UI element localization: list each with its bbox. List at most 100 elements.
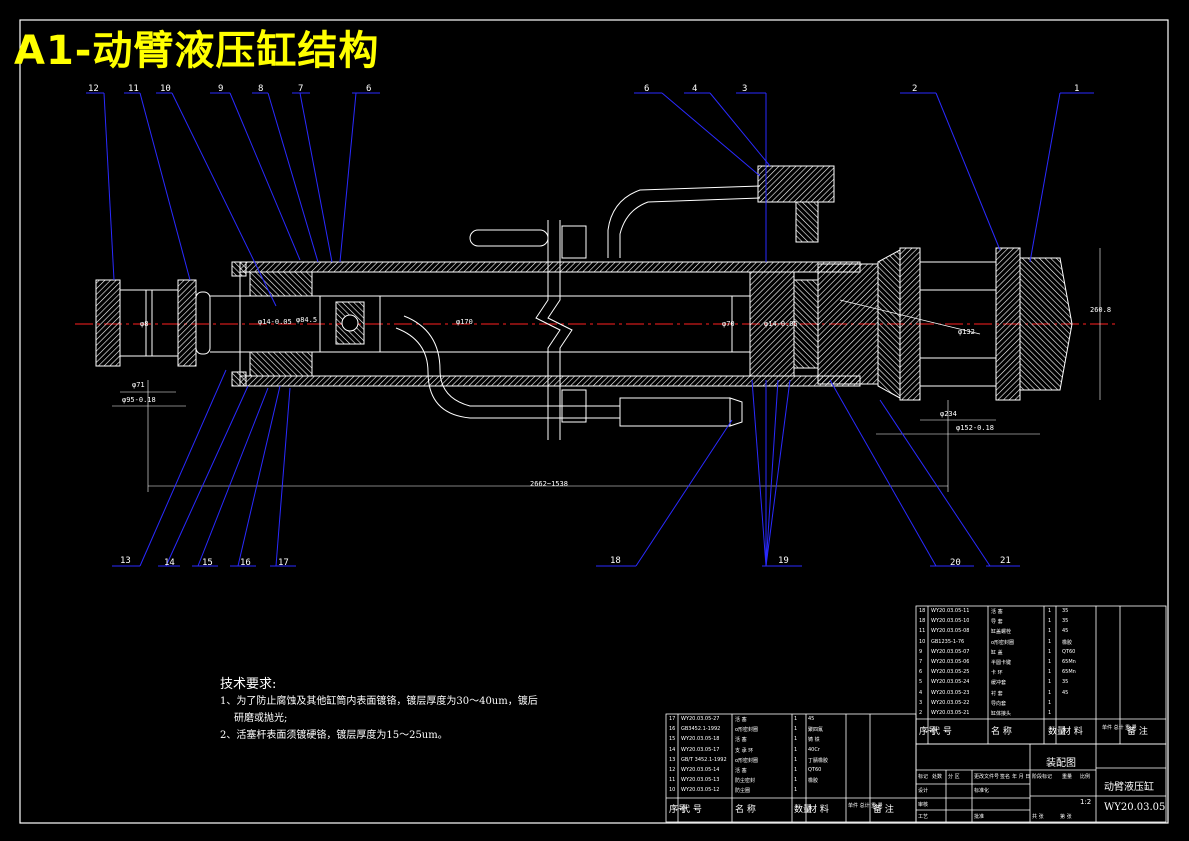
leader-lines (86, 92, 1094, 567)
oil-pipes (395, 165, 835, 427)
dimension-text: φ132 (958, 328, 975, 336)
bom-cell: WY20.03.05-23 (931, 689, 970, 696)
bom-cell: 1 (1048, 638, 1052, 645)
bom-cell: 11 (919, 628, 926, 635)
bom-cell: WY20.03.05-08 (931, 628, 970, 635)
bom-cell: QT60 (808, 767, 822, 773)
tb-label: 标准化 (974, 788, 990, 794)
bom-cell: 16 (669, 726, 676, 733)
bom-cell: 35 (1062, 608, 1069, 614)
bom-cell: WY20.03.05-14 (681, 767, 720, 773)
balloon-label: 10 (160, 84, 171, 94)
head-end (817, 247, 1073, 401)
bom-cell: 导向套 (991, 700, 1007, 707)
dimension-text: φ84.5 (296, 316, 318, 324)
bom-cell: 4 (919, 689, 923, 696)
balloon-label: 2 (912, 84, 918, 94)
bom-cell: 衬 套 (991, 690, 1003, 697)
title-block-grid (915, 743, 1167, 823)
balloon-label: 7 (298, 84, 304, 94)
bom-header-cell: 序号 (919, 727, 938, 737)
bom-cell: 防尘密封 (735, 778, 756, 785)
part-name: 动臂液压缸 (1104, 782, 1154, 793)
bom-cell: 17 (669, 716, 676, 722)
bom-cell: GB1235-1-76 (931, 638, 965, 645)
bom-cell: 12 (669, 767, 676, 773)
bom-cell: 1 (794, 767, 798, 773)
bom-cell: 1 (794, 726, 798, 733)
bom-header-cell: 材 料 (808, 805, 829, 815)
tb-label: 处数 (932, 774, 943, 780)
bom-cell: WY20.03.05-10 (931, 618, 970, 625)
tb-label: 签名 (1000, 774, 1011, 780)
requirement-2: 2、活塞杆表面须镀硬铬，镀层厚度为15～25um。 (220, 730, 448, 741)
cylinder-barrel (231, 220, 861, 440)
dimension-text: φ234 (940, 410, 957, 418)
bom-cell: 10 (669, 787, 676, 794)
bom-cell: 1 (794, 716, 798, 722)
dimension-text: φ14-0.05 (258, 318, 292, 326)
balloon-label: 17 (278, 558, 289, 568)
balloon-label: 6 (644, 84, 650, 94)
balloon-label: 1 (1074, 84, 1080, 94)
tb-label: 审核 (918, 802, 929, 808)
bom-cell: WY20.03.05-12 (681, 787, 720, 794)
tb-label: 批准 (974, 814, 985, 820)
rod-eye (95, 279, 211, 367)
balloon-label: 16 (240, 558, 251, 568)
bom-cell: WY20.03.05-13 (681, 777, 720, 784)
bom-cell: 橡胶 (1062, 639, 1073, 646)
dimension-text: φ152-0.18 (956, 424, 994, 432)
bom-cell: 防尘圈 (735, 788, 751, 795)
bom-cell: 18 (919, 618, 926, 625)
bom-cell: WY20.03.05-27 (681, 716, 720, 722)
bom-cell: 缸 盖 (991, 649, 1003, 656)
bom-header-cell: 备 注 (1127, 727, 1148, 737)
bom-cell: 支 承 环 (735, 747, 754, 754)
dimension-text: 2662~1538 (530, 480, 568, 488)
bom-cell: 卡 环 (991, 670, 1003, 677)
bom-cell: 缸体接头 (991, 711, 1012, 717)
requirement-1: 1、为了防止腐蚀及其他缸筒内表面镀铬，镀层厚度为30～40um，镀后 (220, 696, 538, 707)
bom-cell: 15 (669, 736, 676, 743)
tb-label: 重量 (1062, 774, 1073, 780)
scale-value: 1:2 (1080, 798, 1092, 806)
bom-header-cell: 序号 (669, 805, 688, 815)
bom-cell: 45 (808, 716, 815, 722)
tb-label: 阶段标记 (1032, 774, 1053, 780)
balloon-label: 20 (950, 558, 961, 568)
bom-cell: WY20.03.05-18 (681, 736, 720, 743)
tb-label: 标记 (918, 774, 929, 780)
bom-cell: 缸盖螺栓 (991, 629, 1012, 636)
bom-header-cell: 名 称 (991, 727, 1012, 737)
dimension-text: φ71 (132, 381, 145, 389)
balloon-label: 13 (120, 556, 131, 566)
tb-label: 共 张 (1032, 814, 1044, 820)
bom-cell: 3 (919, 699, 923, 706)
bom-cell: o形密封圈 (991, 639, 1015, 646)
balloon-label: 21 (1000, 556, 1011, 566)
balloon-label: 19 (778, 556, 789, 566)
balloon-label: 14 (164, 558, 175, 568)
bom-header-cell: 材 料 (1062, 727, 1083, 737)
bom-cell: 18 (919, 608, 926, 614)
bom-cell: 45 (1062, 689, 1069, 696)
bom-cell: QT60 (1062, 648, 1076, 655)
bom-header-cell: 单件 总计 重 量 (848, 803, 883, 809)
bom-cell: GB3452.1-1992 (681, 726, 721, 733)
bom-cell: 7 (919, 659, 923, 665)
bom-header-cell: 数量 (1048, 727, 1067, 737)
bom-cell: 活 塞 (991, 609, 1003, 615)
bom-cell: 活 塞 (735, 737, 747, 744)
bom-cell: WY20.03.05-24 (931, 679, 970, 686)
technical-requirements: 技术要求: 1、为了防止腐蚀及其他缸筒内表面镀铬，镀层厚度为30～40um，镀后… (220, 676, 538, 744)
bom-cell: o形密封圈 (735, 757, 759, 764)
bom-cell: 1 (1048, 679, 1052, 686)
bom-cell: 丁腈橡胶 (808, 757, 829, 764)
bom-cell: o形密封圈 (735, 727, 759, 734)
bom-cell: 1 (1048, 628, 1052, 635)
bom-cell: WY20.03.05-25 (931, 669, 970, 676)
bom-header-cell: 名 称 (735, 805, 756, 815)
dimension-text: φ95-0.18 (122, 396, 156, 404)
